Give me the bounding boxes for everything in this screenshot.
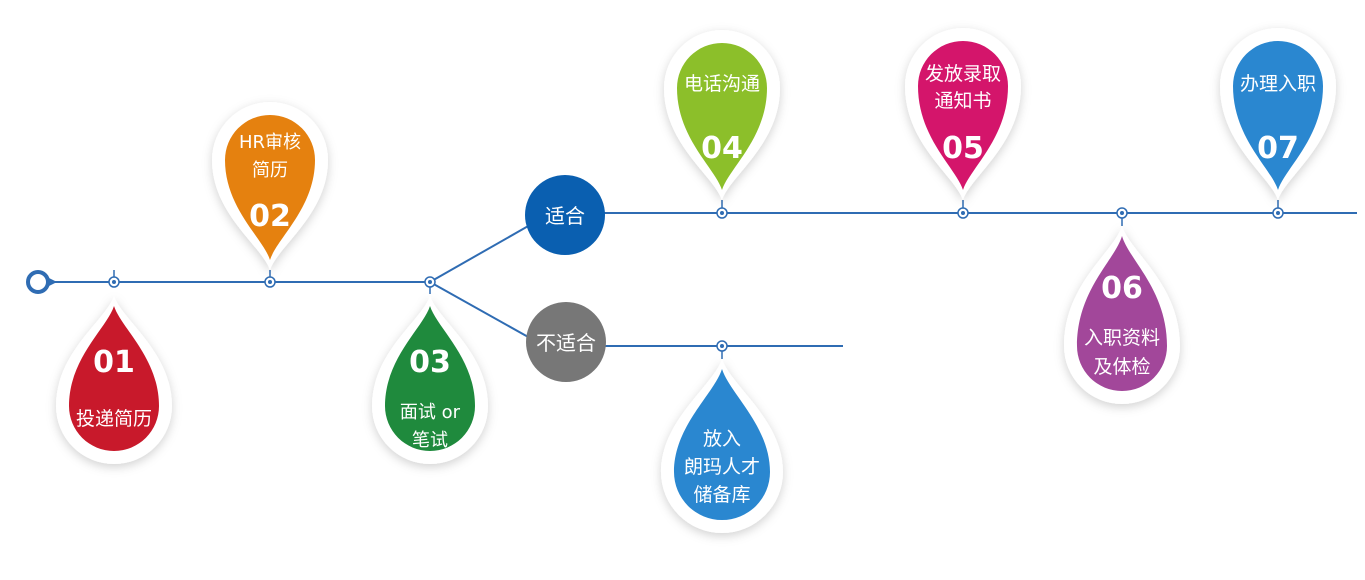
step-06-number: 06	[1101, 271, 1143, 306]
step-03-label-1: 面试 or	[400, 402, 461, 423]
step-03-label-2: 笔试	[412, 430, 448, 451]
step-04: 电话沟通 04	[664, 30, 780, 200]
step-02-drop	[225, 115, 315, 260]
step-06-label-2: 及体检	[1093, 356, 1150, 378]
step-05: 发放录取 通知书 05	[905, 28, 1021, 200]
talent-pool-label-2: 朗玛人才	[684, 456, 760, 478]
node-01	[108, 270, 120, 288]
step-02-label-2: 简历	[252, 160, 288, 181]
step-02-label-1: HR审核	[239, 132, 301, 153]
branch-fit-circle	[525, 175, 605, 255]
talent-pool: 放入 朗玛人才 储备库	[661, 359, 783, 533]
talent-pool-label-3: 储备库	[693, 484, 750, 506]
step-03: 03 面试 or 笔试	[372, 296, 488, 465]
step-03-drop	[385, 306, 475, 451]
step-03-number: 03	[409, 345, 451, 380]
step-07-number: 07	[1257, 131, 1299, 166]
step-01-drop	[68, 306, 159, 452]
step-06: 06 入职资料 及体检	[1064, 226, 1180, 404]
step-02-number: 02	[249, 199, 291, 234]
step-05-number: 05	[942, 131, 984, 166]
step-05-label-2: 通知书	[934, 90, 991, 112]
branch-unfit-circle	[526, 302, 606, 382]
step-05-label-1: 发放录取	[925, 63, 1001, 85]
step-06-label-1: 入职资料	[1084, 327, 1160, 349]
node-03	[424, 276, 436, 294]
start-ring-icon	[26, 270, 57, 294]
node-04	[716, 200, 728, 219]
branch-fit-label: 适合	[545, 204, 585, 228]
step-04-number: 04	[701, 131, 743, 166]
talent-pool-drop	[674, 369, 770, 520]
node-05	[957, 200, 969, 219]
step-04-label: 电话沟通	[684, 73, 760, 95]
branch-unfit-label: 不适合	[536, 331, 596, 355]
branch-unfit: 不适合	[526, 302, 606, 382]
step-05-drop	[918, 41, 1008, 190]
step-07: 办理入职 07	[1220, 28, 1336, 200]
talent-pool-label-1: 放入	[703, 428, 741, 450]
step-01-number: 01	[93, 345, 135, 380]
step-02: HR审核 简历 02	[212, 102, 328, 270]
node-pool	[716, 340, 728, 359]
step-07-label: 办理入职	[1240, 73, 1316, 95]
branch-line-fit	[429, 224, 531, 283]
node-02	[264, 270, 276, 288]
branch-fit: 适合	[525, 175, 605, 255]
step-01: 01 投递简历	[56, 296, 172, 464]
step-06-drop	[1077, 236, 1167, 391]
node-06	[1116, 207, 1128, 226]
step-01-label: 投递简历	[76, 408, 152, 430]
node-07	[1272, 200, 1284, 219]
step-04-drop	[677, 43, 767, 190]
step-07-drop	[1233, 41, 1323, 190]
branch-line-unfit	[429, 281, 531, 339]
connector-nodes	[108, 200, 1284, 359]
